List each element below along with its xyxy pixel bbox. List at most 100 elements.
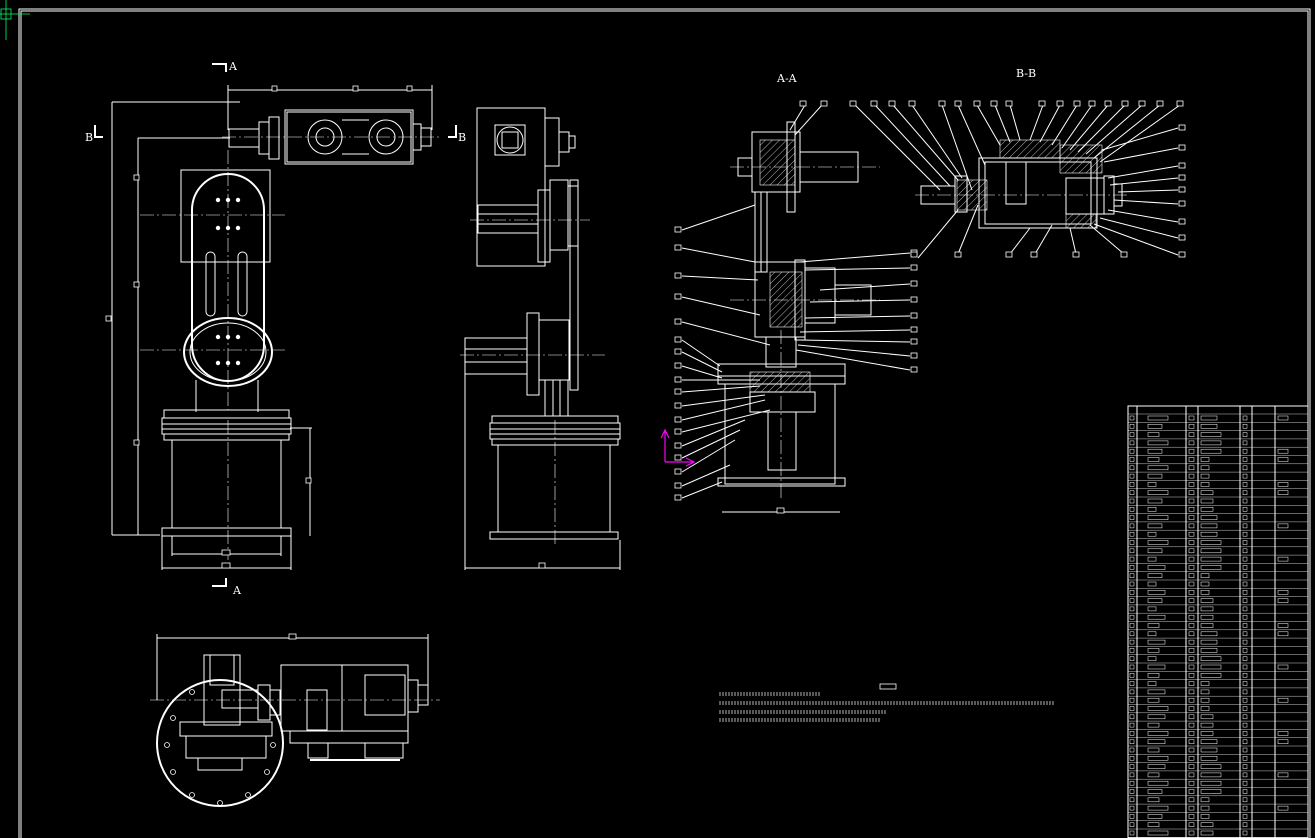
parts-cell-text [1188, 739, 1195, 744]
parts-cell-text [1242, 697, 1248, 703]
parts-cell-text [1277, 490, 1289, 495]
parts-cell-text [1200, 789, 1222, 794]
parts-cell-text [1188, 664, 1195, 670]
parts-cell-text [1147, 772, 1160, 778]
parts-cell-text [1200, 664, 1222, 670]
parts-cell-text [1242, 780, 1248, 786]
parts-cell-text [1242, 507, 1248, 512]
parts-cell-text [1242, 432, 1248, 437]
parts-cell-text [1242, 465, 1248, 471]
parts-cell-text [1188, 457, 1195, 462]
parts-cell-text [1200, 631, 1218, 637]
parts-cell-text [1129, 415, 1135, 421]
parts-cell-text [1129, 573, 1135, 578]
parts-cell-text [1147, 548, 1163, 554]
parts-cell-text [1188, 681, 1195, 686]
parts-cell-text [1277, 482, 1289, 487]
parts-cell-text [1188, 606, 1195, 612]
parts-cell-text [1188, 523, 1195, 529]
parts-cell-text [1242, 706, 1248, 711]
parts-cell-text [1200, 523, 1218, 529]
front-view[interactable] [105, 85, 440, 570]
parts-cell-text [1147, 756, 1169, 761]
parts-cell-text [1129, 739, 1135, 744]
parts-cell-text [1129, 681, 1135, 686]
parts-cell-text [1242, 656, 1248, 661]
parts-cell-text [1147, 673, 1160, 678]
ucs-axis-icon [660, 428, 696, 467]
parts-cell-text [1129, 598, 1135, 603]
parts-cell-text [1188, 581, 1195, 587]
parts-cell-text [1129, 606, 1135, 612]
parts-cell-text [1129, 424, 1135, 429]
parts-cell-text [1242, 805, 1248, 811]
parts-cell-text [1147, 581, 1157, 587]
parts-cell-text [1200, 706, 1210, 711]
parts-cell-text [1277, 598, 1289, 603]
parts-cell-text [1188, 797, 1195, 803]
parts-cell-text [1129, 590, 1135, 595]
parts-cell-text [1242, 598, 1248, 603]
parts-cell-text [1129, 697, 1135, 703]
parts-cell-text [1188, 722, 1195, 728]
section-bb-title: B-B [1016, 67, 1036, 80]
parts-cell-text [1200, 448, 1222, 454]
parts-cell-text [1200, 540, 1222, 545]
parts-cell-text [1200, 681, 1210, 686]
parts-cell-text [1200, 606, 1214, 612]
parts-cell-text [1188, 531, 1195, 537]
parts-cell-text [1188, 498, 1195, 504]
parts-cell-text [1129, 515, 1135, 520]
parts-cell-text [1188, 482, 1195, 487]
parts-cell-text [1129, 664, 1135, 670]
parts-cell-text [1129, 490, 1135, 495]
parts-cell-text [1129, 465, 1135, 471]
parts-cell-text [1188, 515, 1195, 520]
parts-cell-text [1129, 457, 1135, 462]
parts-cell-text [1242, 648, 1248, 653]
parts-cell-text [1242, 548, 1248, 554]
parts-cell-text [1242, 531, 1248, 537]
parts-cell-text [1188, 490, 1195, 495]
parts-cell-text [1147, 764, 1166, 769]
parts-cell-text [1147, 415, 1169, 421]
parts-cell-text [1147, 473, 1163, 479]
parts-list-table[interactable] [1127, 405, 1309, 838]
parts-cell-text [1147, 498, 1163, 504]
parts-cell-text [1129, 623, 1135, 628]
parts-cell-text [1200, 440, 1222, 446]
top-view[interactable] [150, 633, 440, 807]
parts-cell-text [1129, 714, 1135, 720]
parts-cell-text [1147, 606, 1157, 612]
parts-cell-text [1200, 639, 1218, 645]
parts-cell-text [1129, 780, 1135, 786]
parts-cell-text [1277, 664, 1289, 670]
section-b-b[interactable]: B-B [849, 67, 1186, 259]
parts-cell-text [1242, 756, 1248, 761]
parts-cell-text [1188, 473, 1195, 479]
parts-cell-text [1242, 448, 1248, 454]
parts-cell-text [1147, 697, 1160, 703]
parts-cell-text [1242, 631, 1248, 637]
parts-cell-text [1129, 656, 1135, 661]
parts-cell-text [1147, 739, 1166, 744]
parts-cell-text [1242, 440, 1248, 446]
section-a-a[interactable]: A-A [674, 72, 918, 514]
parts-cell-text [1129, 548, 1135, 554]
side-view[interactable] [460, 107, 621, 570]
parts-cell-text [1277, 457, 1289, 462]
parts-cell-text [1147, 448, 1163, 454]
parts-cell-text [1242, 714, 1248, 720]
parts-cell-text [1200, 614, 1214, 620]
parts-cell-text [1147, 523, 1163, 529]
parts-cell-text [1129, 747, 1135, 753]
parts-cell-text [1129, 565, 1135, 570]
parts-cell-text [1188, 556, 1195, 562]
parts-cell-text [1200, 548, 1222, 554]
parts-cell-text [1188, 548, 1195, 554]
parts-cell-text [1242, 747, 1248, 753]
parts-cell-text [1147, 780, 1169, 786]
parts-cell-text [1242, 556, 1248, 562]
parts-cell-text [1147, 482, 1157, 487]
